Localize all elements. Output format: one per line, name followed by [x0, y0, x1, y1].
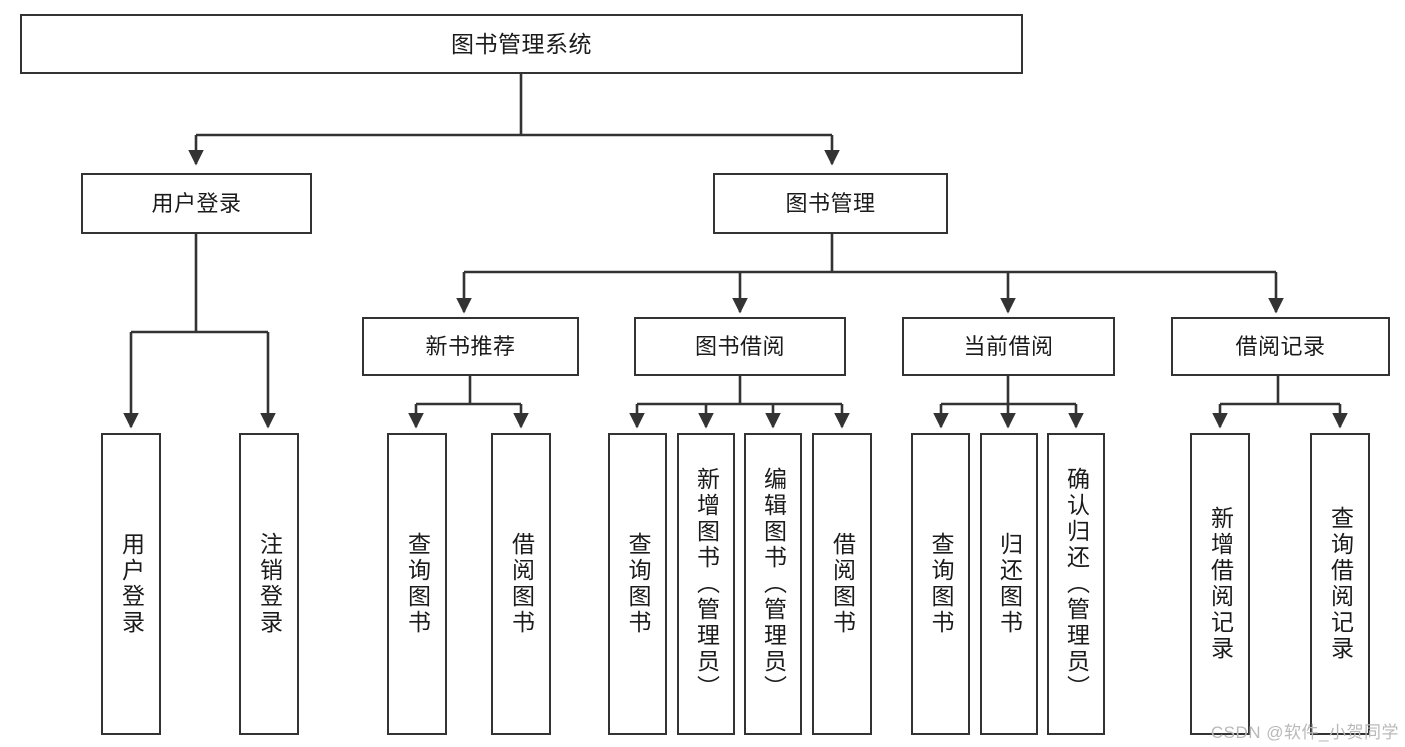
- node-label: 新增图书（管理员）: [693, 467, 720, 701]
- node-leaf-query-book-2[interactable]: 查询图书: [608, 433, 667, 735]
- node-label: 归还图书: [996, 532, 1023, 636]
- node-label: 查询借阅记录: [1327, 506, 1354, 662]
- node-label: 确认归还（管理员）: [1063, 467, 1090, 701]
- node-label: 当前借阅: [963, 333, 1054, 359]
- node-label: 图书借阅: [694, 333, 785, 359]
- node-leaf-query-book-1[interactable]: 查询图书: [387, 433, 447, 735]
- node-leaf-logout-login[interactable]: 注销登录: [239, 433, 299, 735]
- node-leaf-add-record[interactable]: 新增借阅记录: [1190, 433, 1250, 735]
- node-label: 查询图书: [928, 532, 954, 636]
- node-leaf-borrow-book-2[interactable]: 借阅图书: [812, 433, 872, 735]
- node-leaf-borrow-book-1[interactable]: 借阅图书: [491, 433, 551, 735]
- node-label: 用户登录: [118, 532, 145, 636]
- node-root-system[interactable]: 图书管理系统: [20, 14, 1023, 74]
- node-label: 用户登录: [151, 190, 242, 216]
- node-label: 新增借阅记录: [1207, 506, 1234, 662]
- node-label: 借阅记录: [1235, 333, 1326, 359]
- node-book-manage[interactable]: 图书管理: [713, 173, 948, 234]
- node-leaf-confirm-return[interactable]: 确认归还（管理员）: [1047, 433, 1105, 735]
- node-leaf-query-book-3[interactable]: 查询图书: [911, 433, 970, 735]
- node-leaf-user-login[interactable]: 用户登录: [101, 433, 161, 735]
- node-user-login[interactable]: 用户登录: [81, 173, 312, 234]
- node-leaf-edit-book[interactable]: 编辑图书（管理员）: [744, 433, 802, 735]
- node-label: 查询图书: [625, 532, 651, 636]
- node-current-borrow[interactable]: 当前借阅: [902, 317, 1115, 376]
- node-label: 注销登录: [256, 532, 283, 636]
- node-label: 图书管理系统: [451, 30, 592, 57]
- node-leaf-return-book[interactable]: 归还图书: [980, 433, 1038, 735]
- node-leaf-query-record[interactable]: 查询借阅记录: [1310, 433, 1370, 735]
- watermark-text: CSDN @软件_小贺同学: [1210, 723, 1399, 742]
- node-label: 查询图书: [404, 532, 431, 636]
- node-book-borrow[interactable]: 图书借阅: [634, 317, 846, 376]
- node-leaf-add-book[interactable]: 新增图书（管理员）: [677, 433, 735, 735]
- node-label: 借阅图书: [508, 532, 535, 636]
- node-label: 新书推荐: [425, 333, 516, 359]
- node-label: 借阅图书: [829, 532, 856, 636]
- node-new-book-recommend[interactable]: 新书推荐: [362, 317, 579, 376]
- node-label: 编辑图书（管理员）: [760, 467, 787, 701]
- node-borrow-record[interactable]: 借阅记录: [1171, 317, 1390, 376]
- node-label: 图书管理: [785, 190, 876, 216]
